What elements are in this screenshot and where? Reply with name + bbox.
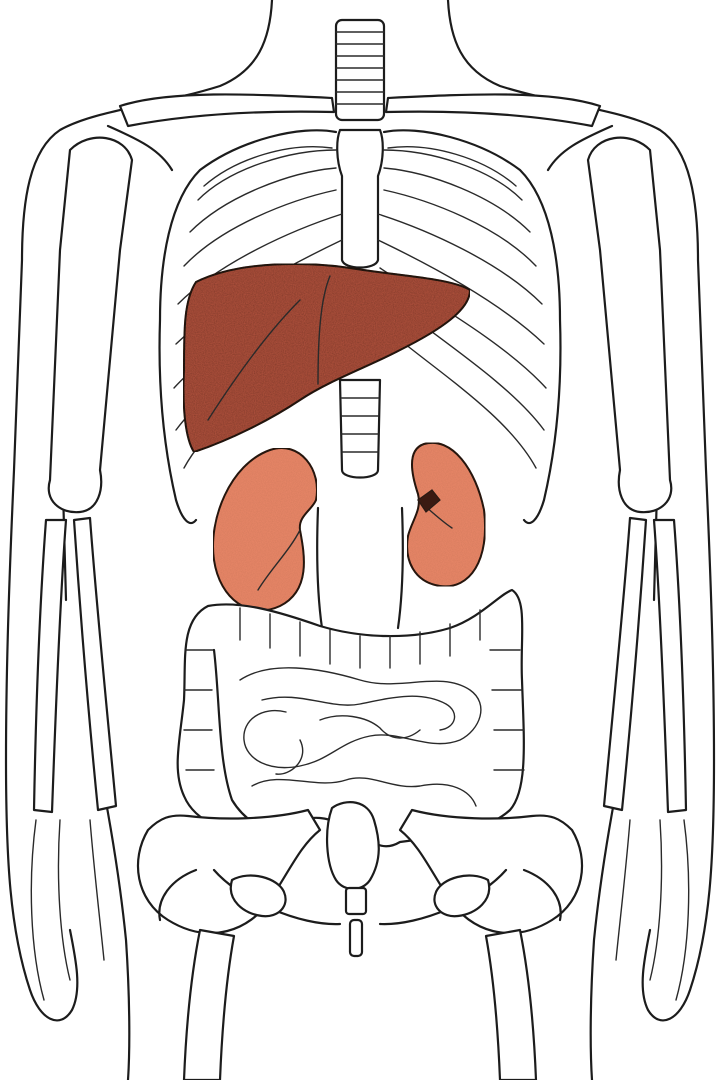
kidneys [212, 441, 487, 612]
liver-shape [182, 262, 472, 454]
kidney-left [212, 447, 318, 612]
rib-cage [158, 129, 562, 525]
femurs [182, 928, 538, 1080]
ureters [316, 506, 404, 630]
arm-bones [30, 136, 690, 1001]
renal-hilum-icon [417, 489, 441, 513]
kidney-right [406, 441, 487, 588]
spine [338, 378, 382, 479]
sternum [336, 128, 384, 269]
rectum [325, 801, 380, 958]
trachea [334, 18, 386, 122]
small-intestine [239, 667, 482, 807]
shoulder-girdle [106, 93, 614, 172]
liver [182, 262, 472, 454]
pelvis [136, 808, 584, 935]
